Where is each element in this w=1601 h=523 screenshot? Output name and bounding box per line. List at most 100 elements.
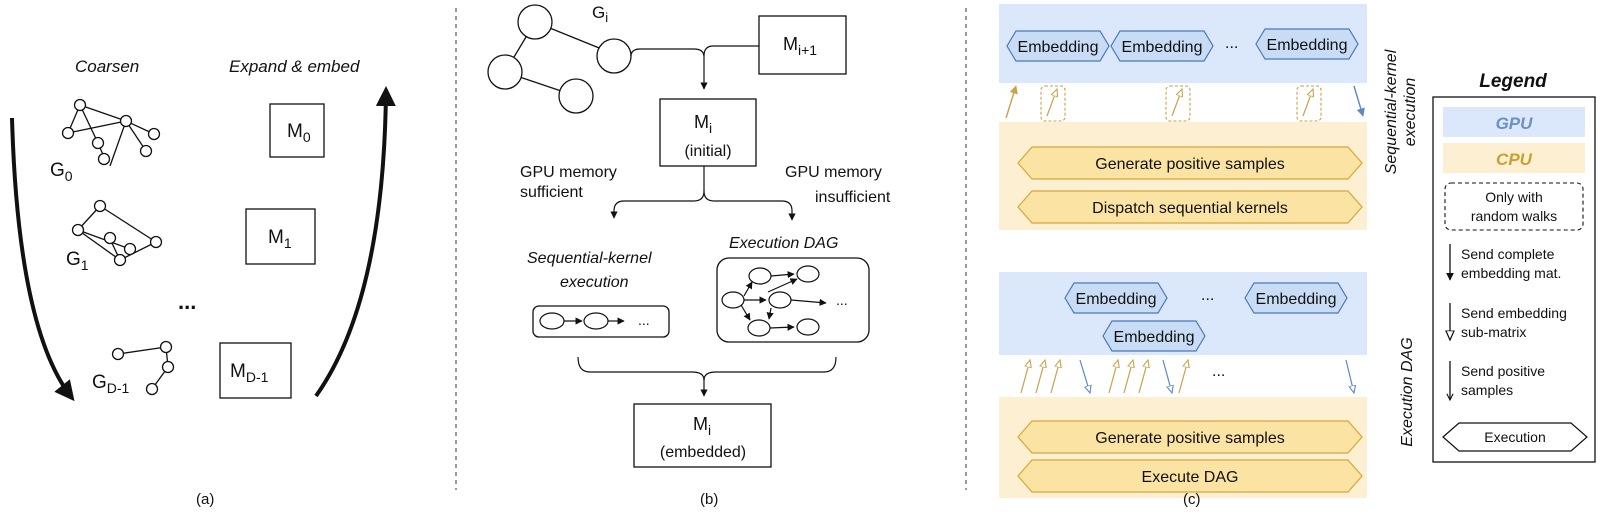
top-cpu-text-2: Dispatch sequential kernels [1092,200,1288,217]
bottom-cpu-text-2: Execute DAG [1142,469,1239,486]
bottom-embedding-text-3: Embedding [1114,329,1195,346]
matrix-mi-plus1-label: Mi+1 [783,34,817,58]
graph-g0-label: G0 [50,160,73,184]
top-cpu-text-1: Generate positive samples [1095,156,1284,173]
legend-positive-line1: Send positive [1461,363,1545,379]
graph-gd-1-label: GD-1 [92,372,130,396]
top-cpu-boxes: Generate positive samples Dispatch seque… [1017,146,1363,224]
legend-random-walk-line2: random walks [1471,208,1557,224]
top-random-walk-box-3 [1296,85,1322,122]
seq-exec-ellipsis: ... [638,312,650,328]
seq-title-line1: Sequential-kernel [527,250,652,267]
top-embedding-hex-3 [1255,28,1359,60]
bottom-embedding-boxes: Embedding Embedding Embedding ... [1064,282,1348,352]
graph-g1 [71,199,163,267]
bottom-up-arrow-5 [1123,360,1133,394]
branch-connector [610,166,705,219]
top-dashed-up-arrow-3 [1302,89,1313,117]
graph-gd-1 [111,340,175,396]
legend: Legend GPU CPU Only with random walks Se… [1432,71,1596,463]
top-side-label-line1: Sequential-kernel [1383,49,1400,174]
matrix-mi-embedded-note: (embedded) [660,444,746,461]
branch-left-line2: sufficient [520,184,583,201]
top-embedding-boxes: Embedding Embedding Embedding ... [1006,28,1359,62]
matrix-m0-label: M0 [287,121,311,145]
seq-exec-nodes [539,312,625,330]
seq-title-line2: execution [560,274,629,291]
dag-nodes [721,265,827,337]
top-cpu-hex-1 [1017,146,1363,180]
top-embedding-text-2: Embedding [1122,39,1203,56]
bottom-embedding-text-2: Embedding [1256,291,1337,308]
bottom-up-arrow-4 [1108,360,1118,394]
legend-title: Legend [1479,71,1547,92]
branch-connector-right [703,190,796,221]
matrix-m1-label: M1 [268,227,292,251]
legend-positive-line2: samples [1461,382,1513,398]
top-cpu-hex-2 [1017,190,1363,224]
merge-arrow [630,48,708,90]
panel-a: Coarsen Expand & embed G0 [10,57,396,508]
bottom-up-arrow-7 [1178,360,1188,394]
top-dashed-up-arrow-2 [1171,89,1182,117]
matrix-mi-embedded-box [633,403,772,468]
top-side-label: Sequential-kernel execution [1383,49,1419,174]
dag-title: Execution DAG [729,235,838,252]
legend-cpu-swatch [1443,143,1585,173]
matrix-mi-initial-label: Mi [694,112,712,136]
top-random-walk-box-2 [1165,85,1191,122]
top-embedding-ellipsis: ... [1225,35,1238,52]
dag-ellipsis: ... [836,292,848,308]
panel-a-ellipsis: ... [178,289,196,314]
top-embedding-hex-2 [1110,30,1214,62]
matrix-mi-initial-note: (initial) [684,143,731,160]
top-solid-down-arrow [1353,85,1365,117]
legend-gpu-label: GPU [1496,114,1534,133]
bottom-cpu-boxes: Generate positive samples Execute DAG [1017,420,1363,493]
bottom-up-arrow-6 [1138,360,1148,394]
bottom-arrows-ellipsis: ... [1212,363,1225,380]
bottom-embedding-hex-1 [1064,282,1168,314]
bottom-up-arrow-2 [1035,360,1045,394]
legend-execution-label: Execution [1484,429,1545,445]
expand-embed-label: Expand & embed [229,57,360,76]
bottom-side-label-text: Execution DAG [1399,337,1416,446]
branch-right-line1: GPU memory [785,164,882,181]
bottom-down-arrow-3 [1345,359,1354,393]
matrix-md-1-box [219,342,292,399]
bottom-cpu-text-1: Generate positive samples [1095,430,1284,447]
matrix-mi-plus1-box [758,15,847,75]
graph-gi [487,4,632,114]
expand-arrow [314,86,396,398]
panel-c-caption: (c) [1183,491,1201,508]
bottom-transfer-arrows [1020,359,1354,394]
graph-g0 [61,98,161,167]
legend-random-walk-line1: Only with [1485,189,1543,205]
legend-complete-line2: embedding mat. [1461,265,1561,281]
panel-c: Embedding Embedding Embedding ... Genera… [999,4,1419,508]
matrix-mi-initial-box [659,98,757,167]
top-side-label-line2: execution [1402,78,1419,147]
legend-execution-hex [1442,422,1588,452]
bottom-down-arrow-1 [1079,359,1090,393]
panel-b: Gi Mi+1 Mi (initial) GPU memory sufficie… [487,3,891,508]
matrix-m0-box [269,103,325,158]
top-solid-up-arrow [1005,85,1018,119]
bottom-down-arrow-2 [1162,359,1172,393]
top-embedding-text-3: Embedding [1267,37,1348,54]
top-dashed-up-arrow-1 [1046,89,1057,117]
legend-random-walk-box [1444,182,1584,231]
bottom-up-arrow-3 [1050,360,1060,394]
top-embedding-text-1: Embedding [1018,39,1099,56]
bottom-embedding-hex-2 [1244,282,1348,314]
graph-gi-label: Gi [592,3,608,25]
legend-gpu-swatch [1443,107,1585,137]
top-random-walk-box-1 [1040,85,1066,122]
graph-g1-label: G1 [66,249,89,273]
matrix-md-1-label: MD-1 [230,361,269,385]
bottom-cpu-hex-2 [1017,459,1363,493]
coarsen-arrow [10,117,75,402]
bottom-cpu-hex-1 [1017,420,1363,454]
legend-sub-line2: sub-matrix [1461,324,1526,340]
